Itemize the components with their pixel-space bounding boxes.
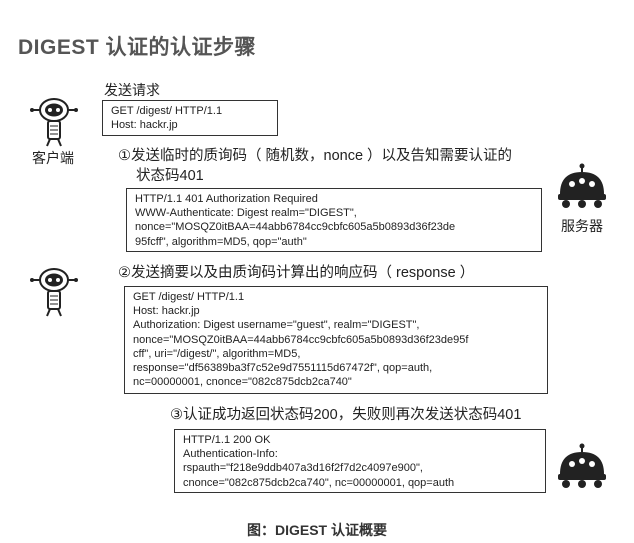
step-1-label: ①发送临时的质询码（ 随机数，nonce ）以及告知需要认证的 [118, 148, 513, 164]
response-2-line: Authentication-Info: [183, 448, 278, 461]
request-2-line: nonce="MOSQZ0itBAA=44abb6784cc9cbfc605a5… [133, 333, 469, 346]
response-2-line: HTTP/1.1 200 OK [183, 434, 271, 446]
step-3-label: ③认证成功返回状态码200，失败则再次发送状态码401 [170, 407, 522, 423]
response-2-line: cnonce="082c875dcb2ca740", nc=00000001, … [183, 476, 455, 489]
request-1-line: Host: hackr.jp [111, 119, 178, 132]
send-request-label: 发送请求 [104, 82, 160, 98]
client-label: 客户端 [32, 150, 74, 166]
client-robot-icon-2 [30, 268, 78, 317]
request-2-box: GET /digest/ HTTP/1.1 Host: hackr.jp Aut… [124, 286, 548, 394]
request-2-line: response="df56389ba3f7c52e9d7551115d6747… [133, 362, 433, 375]
step-2-label: ②发送摘要以及由质询码计算出的响应码（ response ） [118, 265, 475, 281]
page-title: DIGEST 认证的认证步骤 [18, 36, 257, 59]
response-1-line: nonce="MOSQZ0itBAA=44abb6784cc9cbfc605a5… [135, 221, 456, 234]
response-1-line: 95fcff", algorithm=MD5, qop="auth" [135, 235, 307, 248]
request-2-line: nc=00000001, cnonce="082c875dcb2ca740" [133, 376, 352, 389]
request-2-line: Authorization: Digest username="guest", … [133, 319, 420, 332]
client-robot-icon [30, 98, 78, 147]
request-1-line: GET /digest/ HTTP/1.1 [111, 105, 223, 117]
step-1-label-cont: 状态码401 [136, 168, 204, 184]
request-2-line: cff", uri="/digest/", algorithm=MD5, [133, 347, 301, 360]
server-robot-icon-2 [558, 443, 606, 488]
response-2-box: HTTP/1.1 200 OK Authentication-Info: rsp… [174, 429, 546, 493]
response-1-line: WWW-Authenticate: Digest realm="DIGEST", [135, 207, 357, 220]
server-robot-icon [558, 163, 606, 208]
response-2-line: rspauth="f218e9ddb407a3d16f2f7d2c4097e90… [183, 462, 423, 475]
response-1-line: HTTP/1.1 401 Authorization Required [135, 193, 318, 205]
request-1-box: GET /digest/ HTTP/1.1 Host: hackr.jp [102, 100, 278, 136]
request-2-line: GET /digest/ HTTP/1.1 [133, 291, 245, 303]
server-label: 服务器 [561, 218, 603, 234]
response-1-box: HTTP/1.1 401 Authorization Required WWW-… [126, 188, 542, 252]
request-2-line: Host: hackr.jp [133, 305, 200, 318]
figure-caption: 图：DIGEST 认证概要 [246, 522, 387, 538]
